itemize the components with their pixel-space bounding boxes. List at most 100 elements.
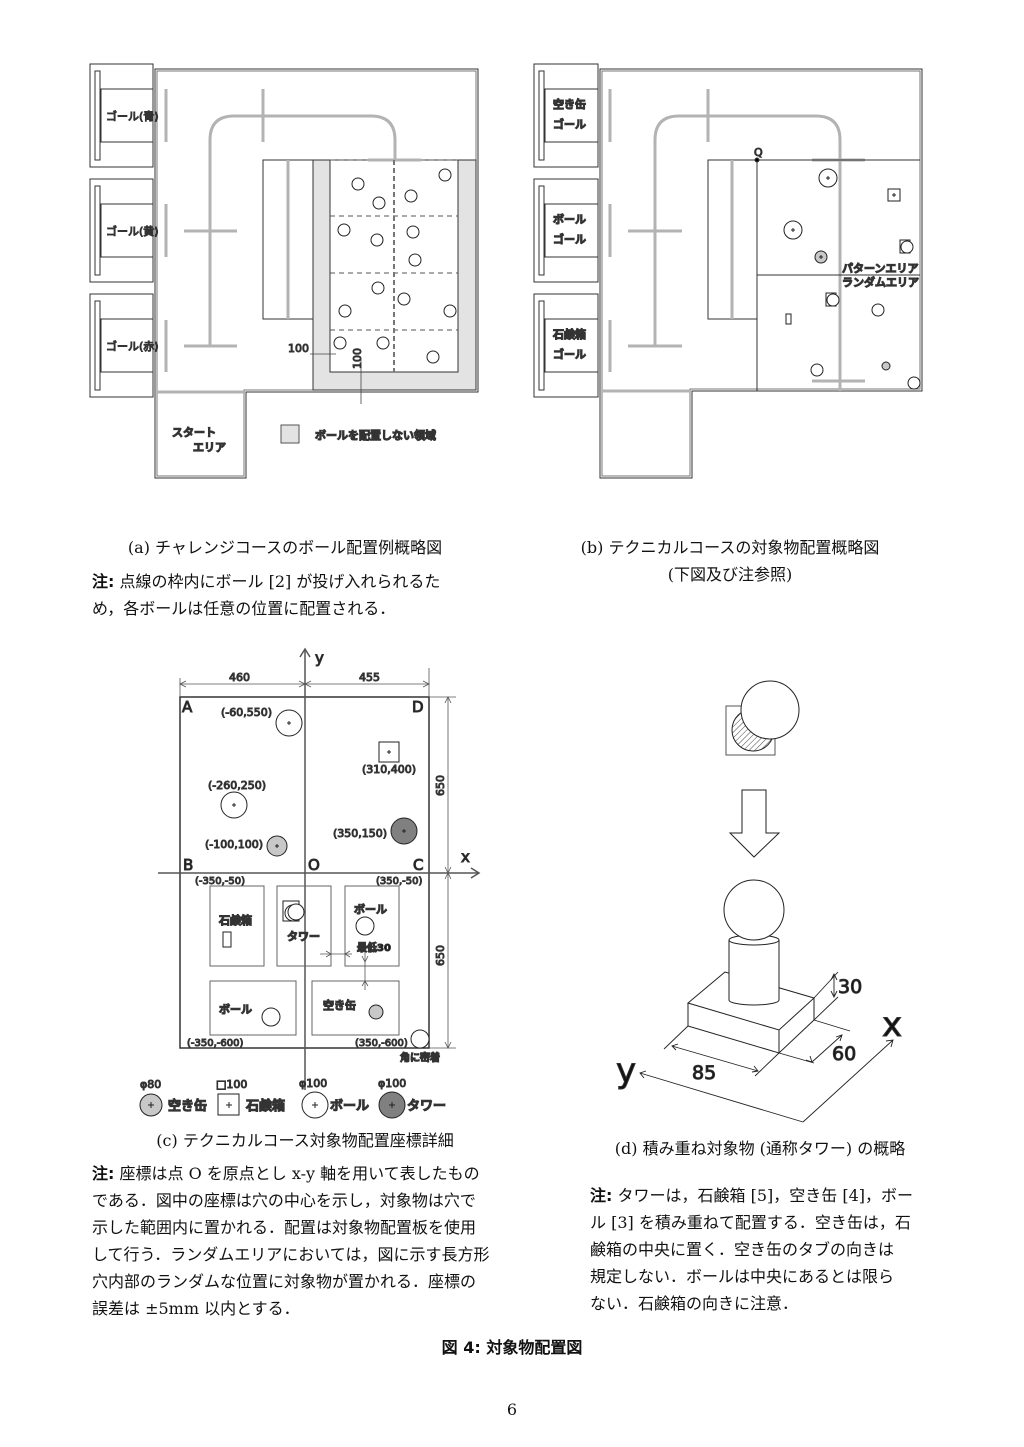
random-box-label: ボール: [219, 1002, 252, 1016]
note-label: 注:: [590, 1186, 613, 1205]
note-line: め，各ボールは任意の位置に配置される．: [92, 599, 396, 618]
ball-example: [406, 225, 420, 239]
note-c: 注: 座標は点 O を原点とし x-y 軸を用いて表したもの である．図中の座標…: [92, 1160, 489, 1322]
note-line: 鹸箱の中央に置く．空き缶のタブの向きは: [590, 1240, 895, 1259]
ball-top: [740, 680, 800, 740]
caption-c: (c) テクニカルコース対象物配置座標詳細: [156, 1131, 454, 1150]
ball-object: [907, 376, 921, 390]
ball-object: [818, 168, 838, 188]
ball-example: [438, 168, 452, 182]
figure-b-technical-course: [533, 63, 923, 479]
dimension-label-h: 100: [288, 342, 309, 355]
dimension-lines: [179, 668, 456, 1049]
dim-30: 30: [838, 976, 862, 998]
ball-hole: [275, 709, 303, 737]
figure-caption: 図 4: 対象物配置図: [441, 1338, 583, 1357]
figure-b-labels: 空き缶 ゴール ボール ゴール 石鹸箱 ゴール Q パターンエリア ランダムエリ…: [552, 97, 920, 362]
coord-label: (350,150): [333, 827, 387, 840]
start-area-label-1: スタート: [172, 426, 216, 439]
random-box-label: 石鹸箱: [218, 913, 252, 927]
random-area-label: ランダムエリア: [842, 275, 919, 289]
note-a: 注: 点線の枠内にボール [2] が投げ入れられるた め，各ボールは任意の位置に…: [92, 568, 440, 622]
can-cylinder: [728, 940, 780, 1006]
dim-460: 460: [229, 671, 250, 684]
ball-example: [338, 304, 352, 318]
pattern-area-label: パターンエリア: [842, 262, 918, 275]
corner-a: A: [182, 698, 193, 716]
ball-example: [426, 350, 440, 364]
caption-a: (a) チャレンジコースのボール配置例概略図: [127, 538, 443, 557]
ball-example: [397, 292, 411, 306]
legend-label-can: 空き缶: [168, 1098, 207, 1114]
legend-label-tower: タワー: [407, 1099, 446, 1114]
ball-example: [376, 336, 390, 350]
dim-60: 60: [832, 1043, 856, 1065]
can-shape: [368, 1004, 384, 1020]
ball-example: [443, 304, 457, 318]
dimension-100: [310, 353, 362, 404]
ball-example: [408, 253, 422, 267]
dim-650-lower: 650: [434, 945, 447, 966]
note-line: 規定しない．ボールは中央にあるとは限ら: [590, 1267, 895, 1286]
note-line: タワーは，石鹸箱 [5]，空き缶 [4]，ボー: [617, 1186, 914, 1205]
origin-o: O: [308, 856, 320, 874]
ball-example: [404, 189, 418, 203]
goal-blue: [89, 63, 154, 168]
figure-a-labels: ゴール(青) ゴール(黄) ゴール(赤) スタート エリア 100 100 ボー…: [106, 109, 437, 455]
note-d: 注: タワーは，石鹸箱 [5]，空き缶 [4]，ボー ル [3] を積み重ねて配…: [590, 1182, 913, 1317]
figure-a-challenge-course: [89, 63, 479, 479]
caption-d: (d) 積み重ね対象物 (通称タワー) の概略: [614, 1139, 906, 1158]
ball-example: [372, 196, 386, 210]
corner-note: 角に密着: [400, 1051, 440, 1064]
note-line: 座標は点 O を原点とし x-y 軸を用いて表したもの: [119, 1164, 480, 1183]
goal-label: ゴール: [553, 117, 586, 131]
coord-label: (350,-600): [355, 1038, 408, 1049]
goal-label-red: ゴール(赤): [106, 339, 159, 353]
figure-d-tower: [639, 680, 894, 1123]
start-area-label-2: エリア: [193, 441, 226, 454]
figure-c-labels: y x 460 455 650 650 A D B O C (-60,550) …: [140, 649, 471, 1115]
y-axis-label: y: [616, 1051, 636, 1091]
legend-swatch: [280, 424, 300, 444]
field-outline: [154, 68, 479, 479]
dimension-label-v: 100: [351, 348, 364, 369]
ball-example: [337, 223, 351, 237]
ball-example: [371, 281, 385, 295]
random-box-label: タワー: [287, 930, 320, 943]
x-axis-label: x: [461, 848, 470, 866]
figure-d-labels: 30 60 85 y x: [616, 976, 903, 1092]
legend-label: ボールを配置しない領域: [315, 428, 436, 442]
random-boxes: [209, 885, 400, 1036]
legend-label-soap: 石鹸箱: [245, 1098, 285, 1114]
goal-label-blue: ゴール(青): [106, 109, 159, 123]
can-object: [881, 361, 891, 371]
goal-red: [89, 293, 154, 398]
objects: [783, 168, 921, 390]
note-line: 誤差は ±5mm 以内とする．: [92, 1299, 300, 1318]
min-gap-label: 最低30: [357, 941, 391, 954]
min-gap-arrows: [320, 950, 369, 990]
goal-yellow: [89, 178, 154, 283]
dim-455: 455: [359, 671, 380, 684]
coord-label: (-260,250): [208, 779, 266, 792]
figure-c-coordinates: [139, 647, 481, 1119]
goal-label-yellow: ゴール(黄): [106, 224, 159, 238]
tower-object: [825, 292, 840, 307]
dim-85: 85: [692, 1062, 716, 1084]
point-q-marker: [754, 157, 760, 163]
ball: [723, 879, 785, 941]
goal-label: 石鹸箱: [552, 327, 586, 341]
ball-example: [351, 177, 365, 191]
soap-box: [686, 971, 815, 1054]
coord-label: (350,-50): [376, 876, 423, 887]
dim-650-upper: 650: [434, 775, 447, 796]
legend-size: φ100: [299, 1077, 327, 1090]
note-line: して行う．ランダムエリアにおいては，図に示す長方形: [92, 1245, 490, 1264]
tower-hole: [390, 817, 418, 845]
ball-example: [370, 233, 384, 247]
note-line: ル [3] を積み重ねて配置する．空き缶は，石: [590, 1213, 911, 1232]
caption-b-sub: (下図及び注参照): [667, 565, 793, 584]
goal-label: ゴール: [553, 347, 586, 361]
ball-hole: [220, 791, 248, 819]
corner-d: D: [412, 698, 424, 716]
